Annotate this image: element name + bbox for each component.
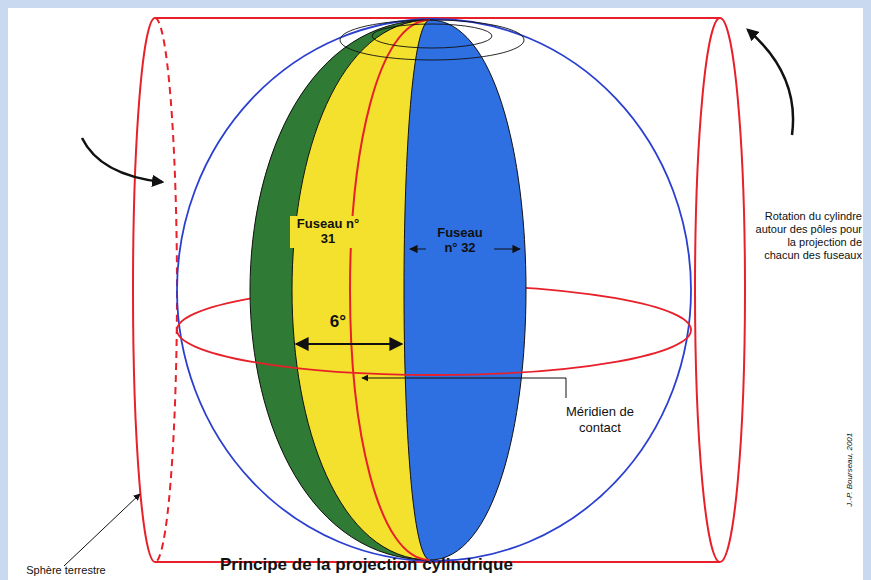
zone-label: Fuseau n° 32 xyxy=(426,225,494,257)
white-ground xyxy=(8,8,863,580)
angle-label: 6° xyxy=(327,312,349,332)
label-text: Rotation du cylindre autour des pôles po… xyxy=(756,210,862,262)
leader-line xyxy=(362,378,566,398)
rotation-arrow xyxy=(82,138,162,182)
leader-line xyxy=(64,494,140,566)
label-text: 6° xyxy=(330,312,346,331)
author-signature: J.-P. Bourseau, 2001 xyxy=(845,433,855,507)
rotation-note: Rotation du cylindre autour des pôles po… xyxy=(750,210,862,263)
zone-label: Fuseau n° 31 xyxy=(290,216,366,248)
earth-sphere xyxy=(177,19,691,561)
diagram-title: Principe de la projection cylindrique xyxy=(220,555,513,575)
equator-front xyxy=(177,330,691,375)
cylinder xyxy=(133,18,745,562)
zone-name: Fuseau n° 32 xyxy=(429,226,491,256)
pole-rings xyxy=(340,20,524,60)
label-text: Sphère terrestre xyxy=(26,564,105,576)
title-text: Principe de la projection cylindrique xyxy=(220,555,513,574)
zone-32 xyxy=(404,20,526,560)
sphere-label: Sphère terrestre xyxy=(26,564,105,577)
label-text: Méridien de contact xyxy=(566,404,634,435)
width-arrow xyxy=(296,343,402,345)
label-text: J.-P. Bourseau, 2001 xyxy=(845,433,854,507)
green-zone xyxy=(250,20,430,560)
meridian-label: Méridien de contact xyxy=(555,404,645,435)
contact-meridian xyxy=(350,20,430,560)
rotation-arrow xyxy=(748,30,793,135)
zone-name: Fuseau n° 31 xyxy=(293,217,363,247)
